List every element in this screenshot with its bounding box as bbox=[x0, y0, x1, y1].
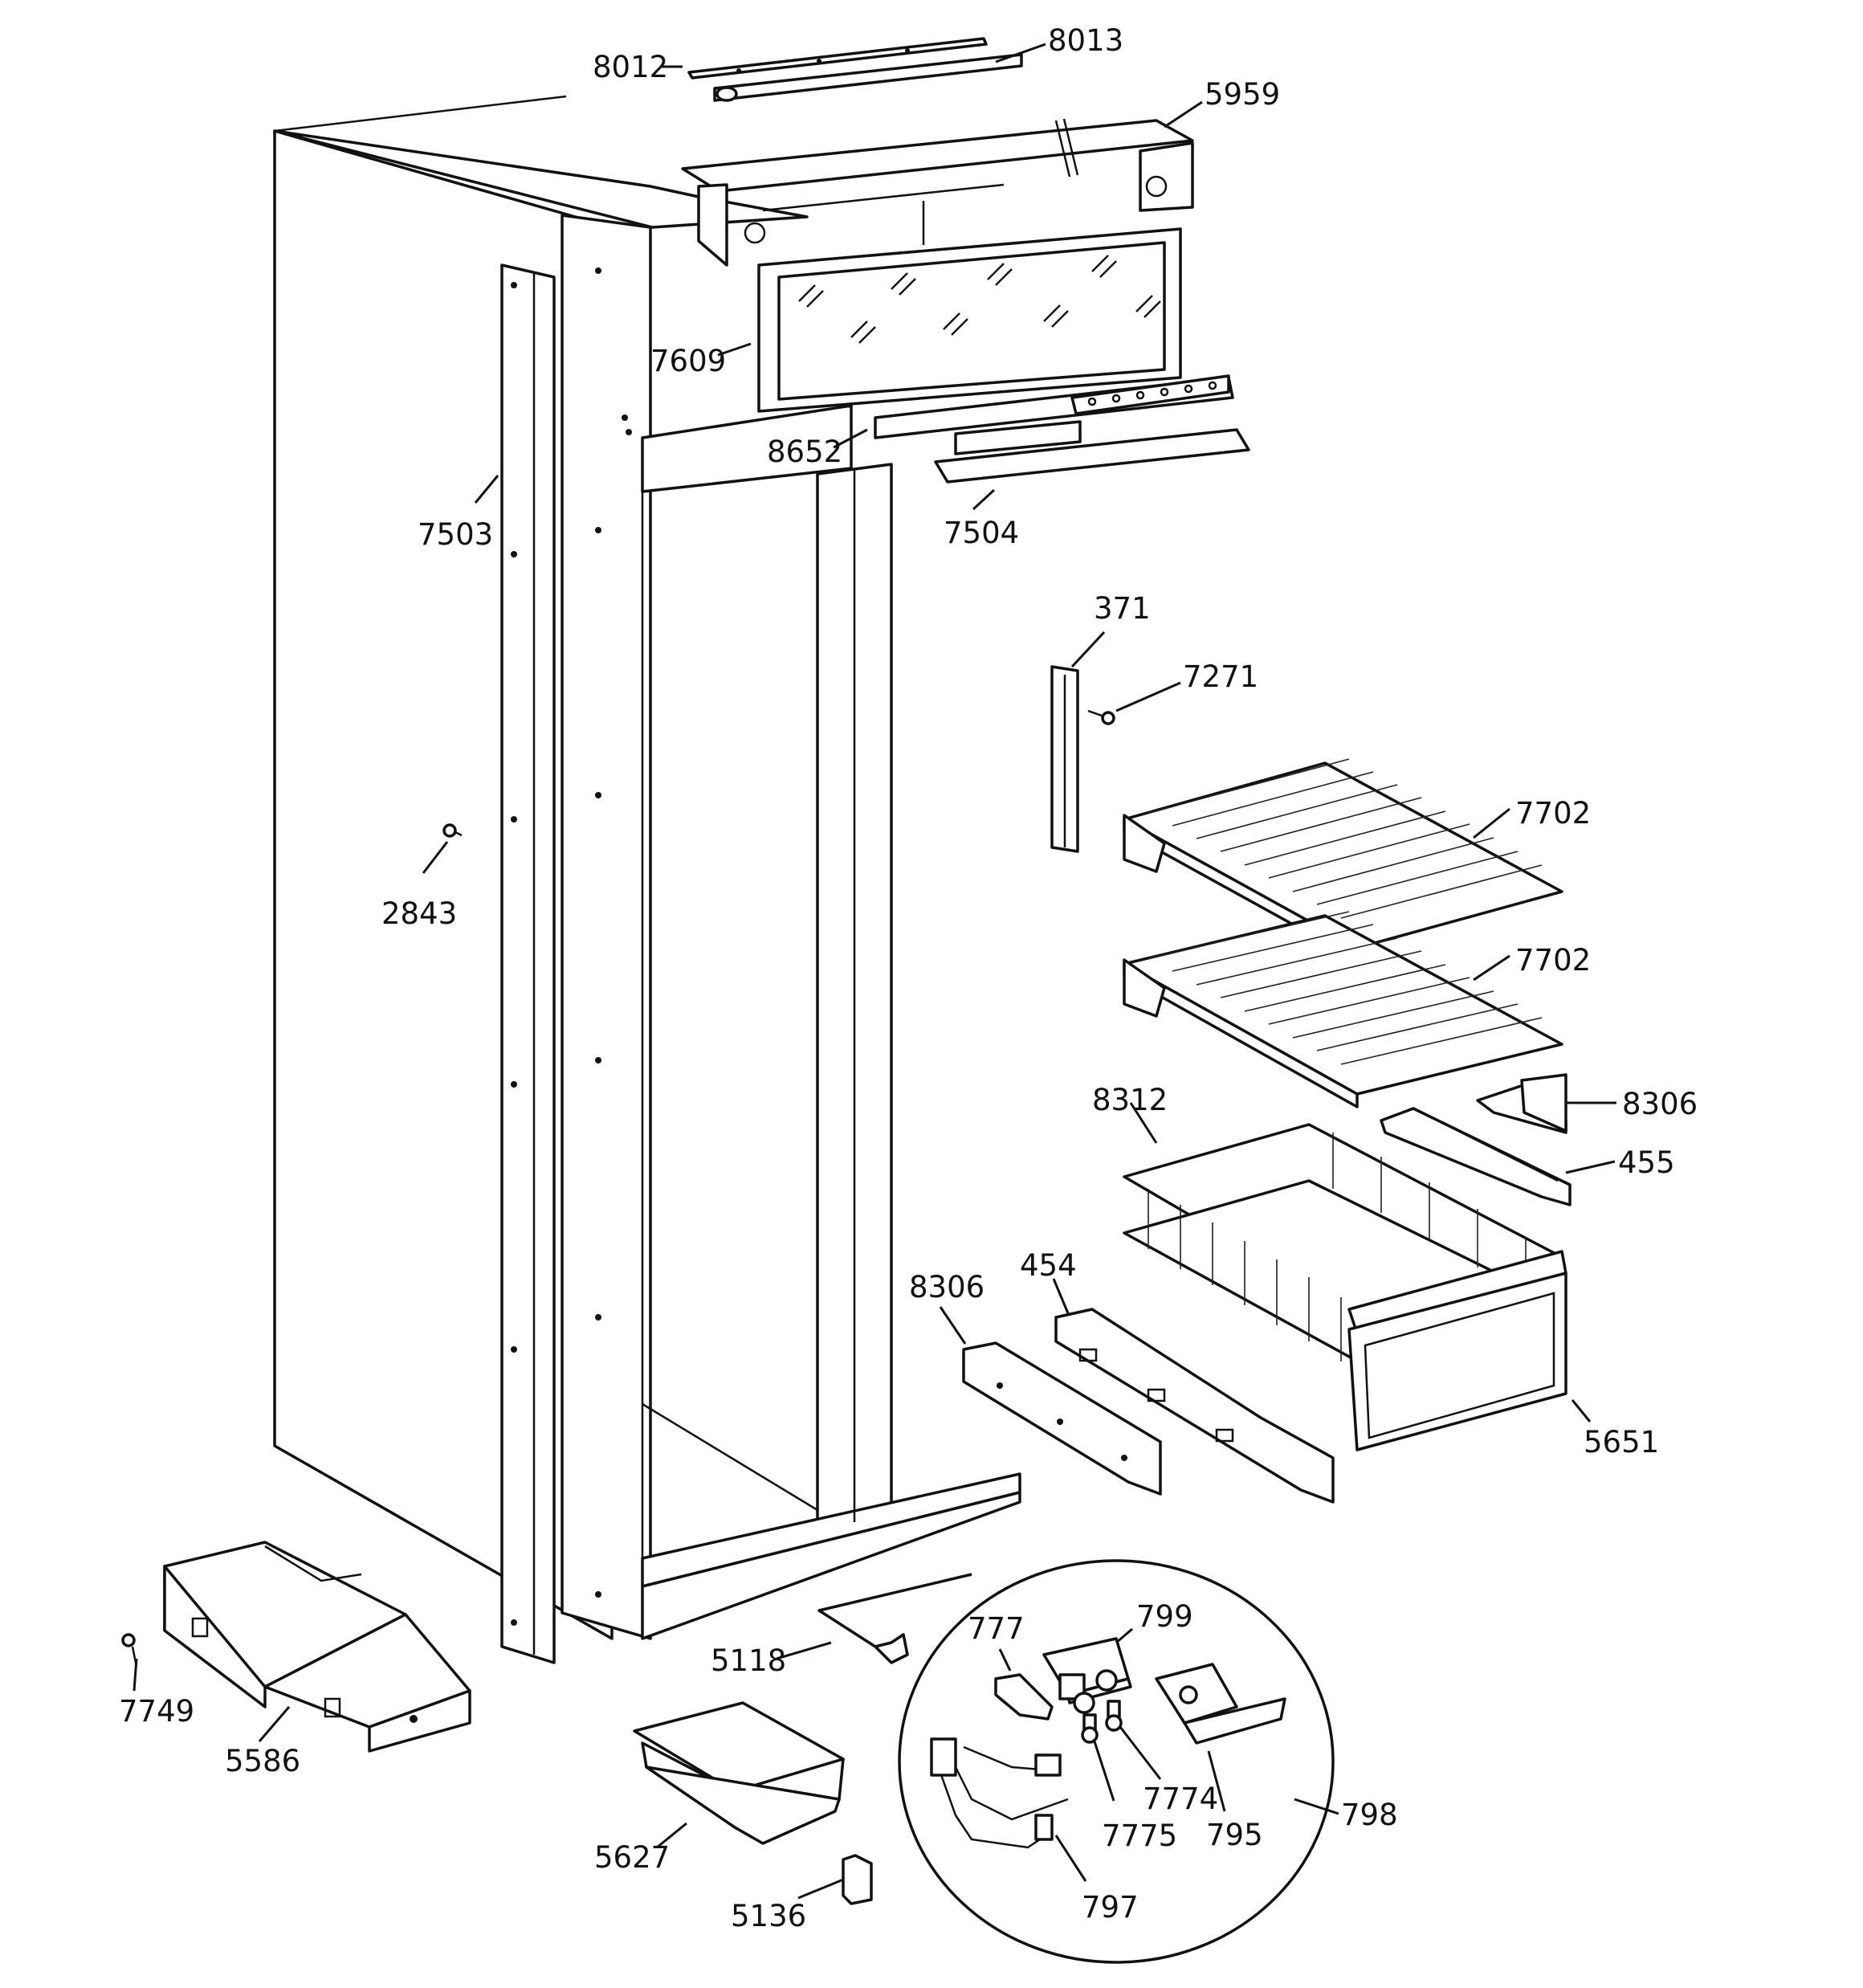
callout-777: 777 bbox=[968, 1611, 1025, 1646]
callout-5959: 5959 bbox=[1205, 77, 1280, 112]
part-5651-drawer-front[interactable] bbox=[1347, 1250, 1567, 1451]
callout-799: 799 bbox=[1136, 1599, 1193, 1634]
callout-7609: 7609 bbox=[650, 344, 726, 378]
part-454-left-drawer-slide[interactable] bbox=[1054, 1308, 1335, 1504]
part-8306-right-slide-cover[interactable] bbox=[1476, 1073, 1567, 1134]
callout-7774: 7774 bbox=[1143, 1782, 1218, 1816]
detail-circle-798[interactable] bbox=[898, 1559, 1335, 1964]
callout-5627: 5627 bbox=[594, 1840, 670, 1875]
callout-5118: 5118 bbox=[711, 1643, 786, 1678]
callout-labels: 8012 8013 5959 7609 8652 7503 7504 371 7… bbox=[119, 23, 1698, 1933]
callout-8012: 8012 bbox=[593, 50, 668, 84]
callout-5651: 5651 bbox=[1584, 1425, 1659, 1459]
callout-8306-right: 8306 bbox=[1622, 1087, 1698, 1121]
part-7702-lower-shelf[interactable] bbox=[1123, 911, 1563, 1108]
part-5136-bracket[interactable] bbox=[842, 1854, 873, 1905]
callout-5586: 5586 bbox=[225, 1744, 300, 1778]
callout-8306-left: 8306 bbox=[909, 1270, 984, 1304]
part-8652-vent-strip[interactable] bbox=[874, 374, 1234, 439]
part-7774-fitting[interactable] bbox=[1105, 1700, 1123, 1732]
callout-371: 371 bbox=[1094, 591, 1151, 626]
part-8012-top-trim[interactable] bbox=[687, 37, 988, 80]
part-799-water-valve[interactable] bbox=[1042, 1637, 1132, 1714]
callout-5136: 5136 bbox=[731, 1899, 806, 1933]
callout-455: 455 bbox=[1618, 1145, 1675, 1180]
callout-7271: 7271 bbox=[1183, 659, 1258, 694]
callout-7749: 7749 bbox=[119, 1694, 194, 1729]
part-8306-left-slide-cover[interactable] bbox=[962, 1341, 1162, 1496]
part-797-wire-harness[interactable] bbox=[930, 1737, 1069, 1849]
callout-7775: 7775 bbox=[1102, 1819, 1177, 1853]
callout-2843: 2843 bbox=[381, 896, 457, 931]
callout-798: 798 bbox=[1341, 1798, 1398, 1832]
part-5959-control-housing[interactable] bbox=[681, 118, 1194, 267]
part-8013-top-strip[interactable] bbox=[713, 53, 1023, 102]
callout-8652: 8652 bbox=[767, 435, 842, 469]
part-2843-screw[interactable] bbox=[442, 823, 463, 838]
part-795-solenoid-assembly[interactable] bbox=[1155, 1663, 1286, 1745]
part-7609-glass-panel[interactable] bbox=[757, 227, 1182, 413]
part-7749-screw[interactable] bbox=[121, 1633, 138, 1668]
part-455-right-drawer-slide[interactable] bbox=[1380, 1107, 1572, 1206]
part-5586-cover-housing[interactable] bbox=[163, 1541, 471, 1753]
callout-795: 795 bbox=[1206, 1818, 1263, 1852]
callout-8013: 8013 bbox=[1048, 23, 1123, 58]
callout-7504: 7504 bbox=[944, 516, 1019, 550]
part-371-shelf-ladder[interactable] bbox=[1050, 665, 1079, 853]
leader-lines bbox=[132, 43, 1616, 1900]
callout-7702-lower: 7702 bbox=[1515, 943, 1591, 978]
part-7775-fitting[interactable] bbox=[1081, 1713, 1099, 1744]
part-7504-lower-trim[interactable] bbox=[934, 420, 1250, 484]
part-7503-side-trim[interactable] bbox=[500, 263, 556, 1664]
part-5118-wire-bracket[interactable] bbox=[817, 1573, 972, 1664]
part-7271-screw[interactable] bbox=[1087, 709, 1115, 725]
callout-8312: 8312 bbox=[1092, 1083, 1168, 1117]
callout-797: 797 bbox=[1082, 1890, 1139, 1925]
callout-7702-upper: 7702 bbox=[1515, 796, 1591, 831]
part-777-bracket[interactable] bbox=[994, 1673, 1054, 1721]
part-5627-drip-pan[interactable] bbox=[633, 1701, 845, 1845]
callout-7503: 7503 bbox=[418, 517, 493, 552]
callout-454: 454 bbox=[1020, 1248, 1077, 1283]
